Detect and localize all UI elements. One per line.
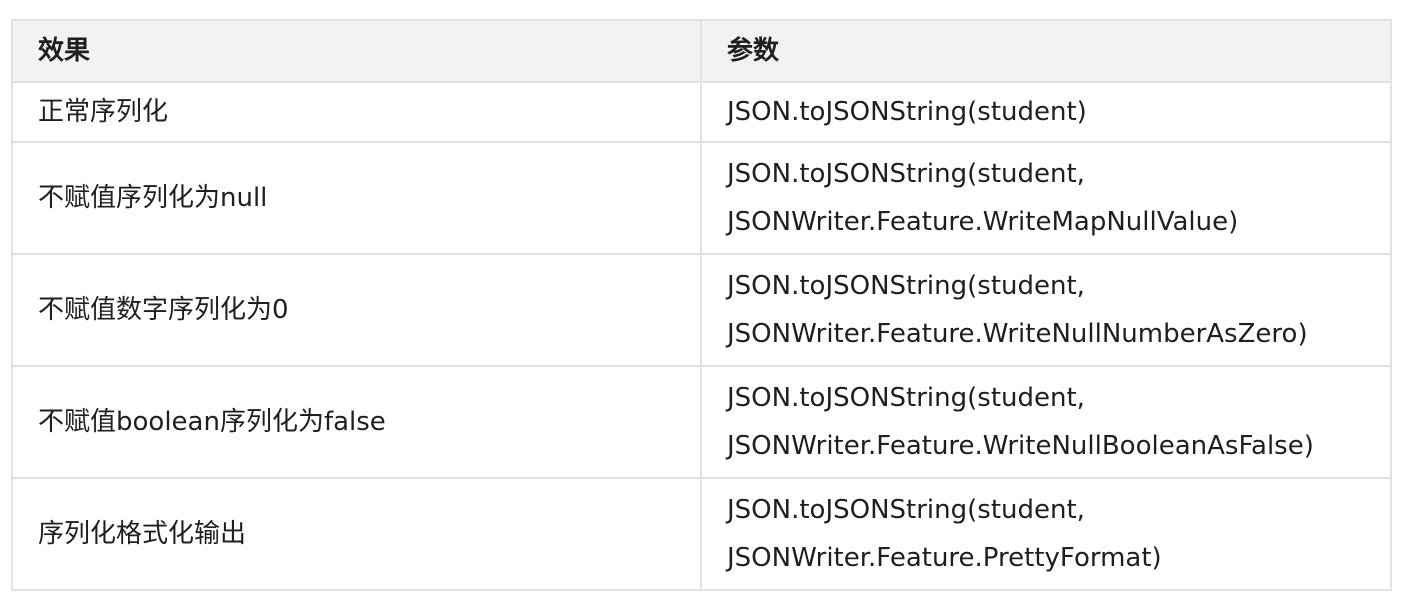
- param-cell: JSON.toJSONString(student): [700, 81, 1392, 143]
- param-line: JSON.toJSONString(student): [727, 97, 1087, 127]
- options-table-container: 效果 参数 正常序列化 JSON.toJSONString(student) 不…: [11, 19, 1392, 591]
- effect-cell: 不赋值数字序列化为0: [11, 253, 702, 367]
- table-row: 不赋值数字序列化为0 JSON.toJSONString(student, JS…: [11, 253, 1392, 367]
- header-effect: 效果: [11, 19, 702, 83]
- table-row: 不赋值boolean序列化为false JSON.toJSONString(st…: [11, 365, 1392, 479]
- effect-cell: 不赋值序列化为null: [11, 141, 702, 255]
- table-row: 序列化格式化输出 JSON.toJSONString(student, JSON…: [11, 477, 1392, 591]
- param-line: JSON.toJSONString(student,: [727, 383, 1085, 413]
- table-header-row: 效果 参数: [11, 19, 1392, 83]
- param-line: JSONWriter.Feature.PrettyFormat): [727, 543, 1162, 573]
- param-line: JSON.toJSONString(student,: [727, 159, 1085, 189]
- effect-cell: 正常序列化: [11, 81, 702, 143]
- param-cell: JSON.toJSONString(student, JSONWriter.Fe…: [700, 253, 1392, 367]
- param-line: JSONWriter.Feature.WriteNullBooleanAsFal…: [727, 431, 1314, 461]
- param-line: JSONWriter.Feature.WriteNullNumberAsZero…: [727, 319, 1308, 349]
- effect-cell: 序列化格式化输出: [11, 477, 702, 591]
- param-line: JSON.toJSONString(student,: [727, 271, 1085, 301]
- param-line: JSONWriter.Feature.WriteMapNullValue): [727, 207, 1239, 237]
- param-cell: JSON.toJSONString(student, JSONWriter.Fe…: [700, 365, 1392, 479]
- effect-cell: 不赋值boolean序列化为false: [11, 365, 702, 479]
- table-row: 正常序列化 JSON.toJSONString(student): [11, 81, 1392, 143]
- param-line: JSON.toJSONString(student,: [727, 495, 1085, 525]
- table-row: 不赋值序列化为null JSON.toJSONString(student, J…: [11, 141, 1392, 255]
- serialization-options-table: 效果 参数 正常序列化 JSON.toJSONString(student) 不…: [11, 19, 1392, 591]
- param-cell: JSON.toJSONString(student, JSONWriter.Fe…: [700, 477, 1392, 591]
- param-cell: JSON.toJSONString(student, JSONWriter.Fe…: [700, 141, 1392, 255]
- header-param: 参数: [700, 19, 1392, 83]
